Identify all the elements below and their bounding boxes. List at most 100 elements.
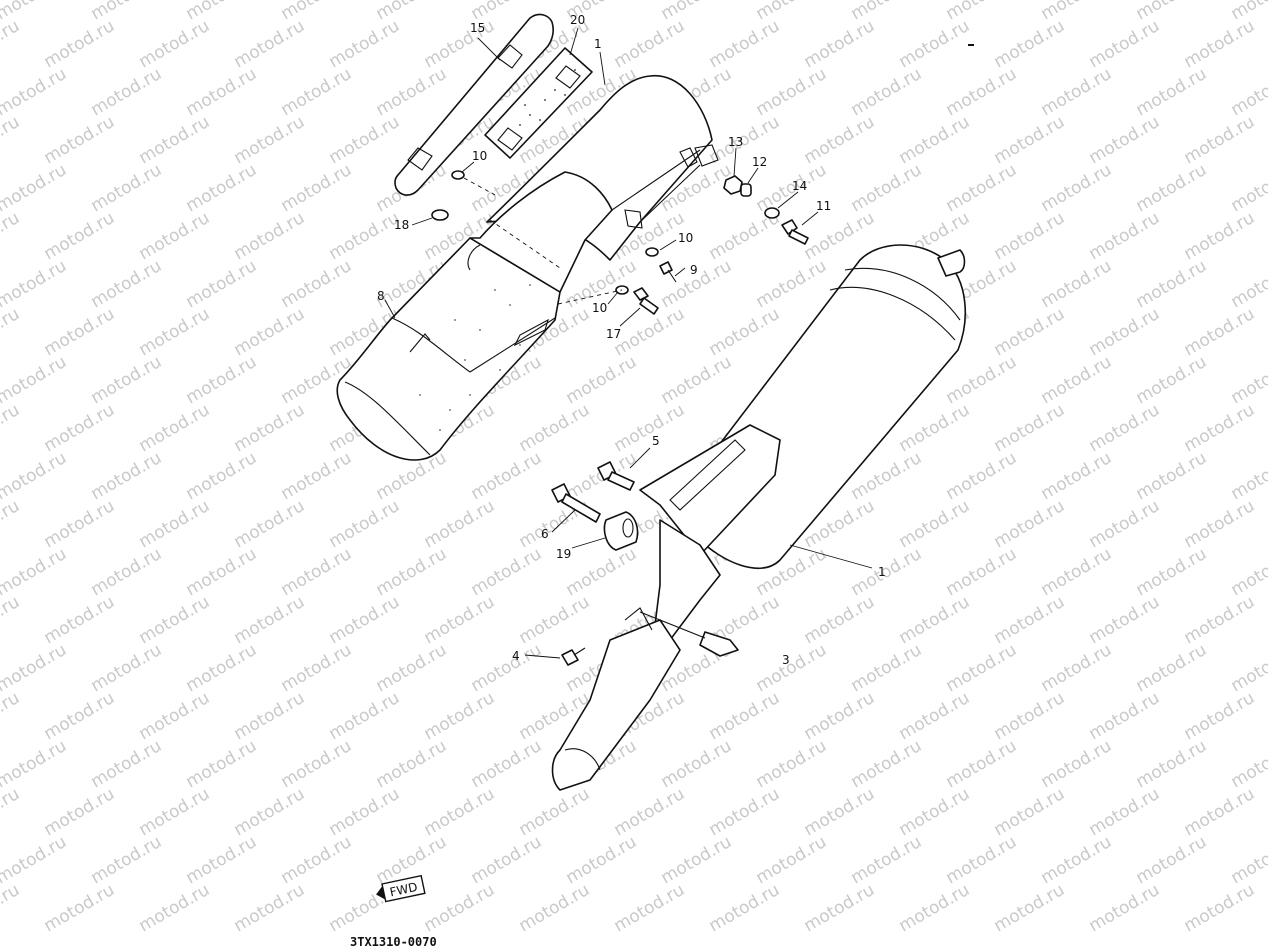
watermark-text: motod.ru bbox=[136, 592, 214, 648]
watermark-text: motod.ru bbox=[706, 784, 784, 840]
callout-5: 5 bbox=[652, 434, 660, 448]
callout-14: 14 bbox=[792, 179, 807, 193]
watermark-text: motod.ru bbox=[943, 352, 1021, 408]
watermark-text: motod.ru bbox=[231, 688, 309, 744]
watermark-text: motod.ru bbox=[0, 352, 70, 408]
watermark-text: motod.ru bbox=[183, 544, 261, 600]
watermark-text: motod.ru bbox=[88, 352, 166, 408]
watermark-text: motod.ru bbox=[848, 544, 926, 600]
watermark-text: motod.ru bbox=[848, 832, 926, 888]
watermark-text: motod.ru bbox=[468, 832, 546, 888]
watermark-text: motod.ru bbox=[563, 544, 641, 600]
watermark-text: motod.ru bbox=[1086, 688, 1164, 744]
watermark-text: motod.ru bbox=[1133, 352, 1211, 408]
callout-10-top: 10 bbox=[472, 149, 487, 163]
watermark-text: motod.ru bbox=[516, 784, 594, 840]
watermark-text: motod.ru bbox=[183, 64, 261, 120]
emblem-plate bbox=[394, 13, 555, 196]
fwd-label: FWD bbox=[388, 880, 418, 900]
watermark-text: motod.ru bbox=[896, 880, 974, 936]
watermark-text: motod.ru bbox=[0, 736, 70, 792]
watermark-text: motod.ru bbox=[88, 736, 166, 792]
watermark-text: motod.ru bbox=[183, 352, 261, 408]
watermark-text: motod.ru bbox=[706, 304, 784, 360]
watermark-text: motod.ru bbox=[326, 112, 404, 168]
watermark-text: motod.ru bbox=[136, 688, 214, 744]
watermark-text: motod.ru bbox=[1181, 784, 1259, 840]
watermark-text: motod.ru bbox=[848, 160, 926, 216]
watermark-text: motod.ru bbox=[88, 448, 166, 504]
watermark-text: motod.ru bbox=[516, 400, 594, 456]
watermark-text: motod.ru bbox=[468, 736, 546, 792]
watermark-text: motod.ru bbox=[0, 784, 23, 840]
watermark-text: motod.ru bbox=[611, 400, 689, 456]
callout-9: 9 bbox=[690, 263, 698, 277]
callout-18: 18 bbox=[394, 218, 409, 232]
watermark-text: motod.ru bbox=[1181, 496, 1259, 552]
watermark-text: motod.ru bbox=[1181, 688, 1259, 744]
watermark-text: motod.ru bbox=[1133, 640, 1211, 696]
watermark-text: motod.ru bbox=[1181, 304, 1259, 360]
watermark-text: motod.ru bbox=[136, 880, 214, 936]
watermark-text: motod.ru bbox=[41, 16, 119, 72]
watermark-text: motod.ru bbox=[801, 112, 879, 168]
watermark-text: motod.ru bbox=[801, 784, 879, 840]
watermark-text: motod.ru bbox=[1038, 448, 1116, 504]
watermark-text: motod.ru bbox=[41, 400, 119, 456]
watermark-text: motod.ru bbox=[943, 544, 1021, 600]
watermark-text: motod.ru bbox=[611, 16, 689, 72]
watermark-text: motod.ru bbox=[0, 64, 70, 120]
watermark-text: motod.ru bbox=[658, 352, 736, 408]
watermark-text: motod.ru bbox=[1086, 784, 1164, 840]
watermark-text: motod.ru bbox=[801, 880, 879, 936]
callout-20: 20 bbox=[570, 13, 585, 27]
callout-10-low: 10 bbox=[592, 301, 607, 315]
watermark-text: motod.ru bbox=[183, 448, 261, 504]
watermark-text: motod.ru bbox=[991, 112, 1069, 168]
watermark-text: motod.ru bbox=[563, 352, 641, 408]
watermark-text: motod.ru bbox=[41, 880, 119, 936]
callout-15: 15 bbox=[470, 21, 485, 35]
watermark-text: motod.ru bbox=[278, 64, 356, 120]
watermark-text: motod.ru bbox=[801, 592, 879, 648]
watermark-text: motod.ru bbox=[801, 16, 879, 72]
watermark-text: motod.ru bbox=[611, 304, 689, 360]
watermark-text: motod.ru bbox=[0, 256, 70, 312]
callout-1-upper: 1 bbox=[594, 37, 602, 51]
muffler-assembly bbox=[551, 244, 967, 791]
watermark-text: motod.ru bbox=[421, 784, 499, 840]
callout-3: 3 bbox=[782, 653, 790, 667]
watermark-text: motod.ru bbox=[0, 16, 23, 72]
watermark-text: motod.ru bbox=[991, 304, 1069, 360]
watermark-text: motod.ru bbox=[753, 736, 831, 792]
callout-19: 19 bbox=[556, 547, 571, 561]
upper-cover bbox=[469, 75, 719, 293]
watermark-text: motod.ru bbox=[88, 832, 166, 888]
watermark-text: motod.ru bbox=[0, 832, 70, 888]
watermark-text: motod.ru bbox=[1086, 16, 1164, 72]
watermark-text: motod.ru bbox=[753, 256, 831, 312]
watermark-text: motod.ru bbox=[706, 16, 784, 72]
watermark-text: motod.ru bbox=[1086, 880, 1164, 936]
watermark-text: motod.ru bbox=[136, 112, 214, 168]
emblem-backing bbox=[484, 47, 593, 159]
watermark-text: motod.ru bbox=[1038, 832, 1116, 888]
watermark-text: motod.ru bbox=[373, 544, 451, 600]
watermark-text: motod.ru bbox=[0, 496, 23, 552]
fwd-marker: FWD bbox=[376, 874, 426, 903]
watermark-text: motod.ru bbox=[183, 160, 261, 216]
watermark-text: motod.ru bbox=[1133, 544, 1211, 600]
watermark-text: motod.ru bbox=[0, 160, 70, 216]
watermark-text: motod.ru bbox=[706, 880, 784, 936]
watermark-text: motod.ru bbox=[1181, 112, 1259, 168]
watermark-text: motod.ru bbox=[183, 736, 261, 792]
watermark-text: motod.ru bbox=[373, 640, 451, 696]
watermark-text: motod.ru bbox=[421, 688, 499, 744]
watermark-text: motod.ru bbox=[1181, 208, 1259, 264]
watermark-text: motod.ru bbox=[943, 640, 1021, 696]
watermark-text: motod.ru bbox=[231, 880, 309, 936]
watermark-text: motod.ru bbox=[88, 544, 166, 600]
watermark-text: motod.ru bbox=[231, 208, 309, 264]
watermark-text: motod.ru bbox=[326, 688, 404, 744]
watermark-text: motod.ru bbox=[41, 208, 119, 264]
